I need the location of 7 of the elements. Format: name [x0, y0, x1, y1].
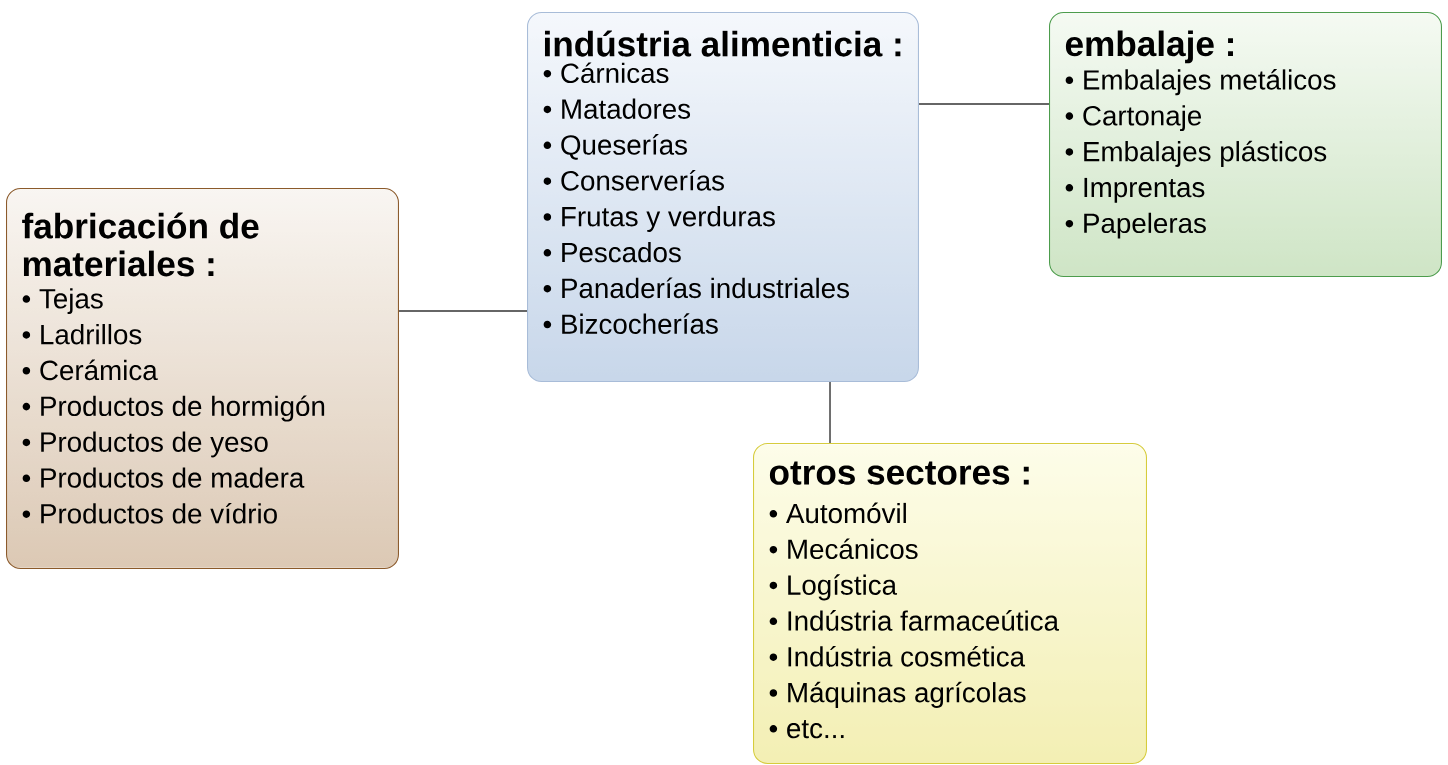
category-box: fabricación de materiales : • Tejas • Ladrillos • Cerámica • Productos de hormigón • Productos de yeso • Productos de madera • Productos de vídrio	[6, 188, 399, 569]
connector-line	[829, 381, 831, 444]
category-box: indústria alimenticia : • Cárnicas • Matadores • Queserías • Conserverías • Frutas y verduras • Pescados • Panaderías industriales • Bizcocherías	[527, 12, 919, 382]
category-box: otros sectores : • Automóvil • Mecánicos • Logística • Indústria farmaceútica • Indústria cosmética • Máquinas agrícolas • etc...	[753, 443, 1147, 764]
connector-line	[918, 103, 1050, 105]
connector-line	[398, 310, 528, 312]
category-box: embalaje : • Embalajes metálicos • Cartonaje • Embalajes plásticos • Imprentas • Papeleras	[1049, 12, 1442, 277]
